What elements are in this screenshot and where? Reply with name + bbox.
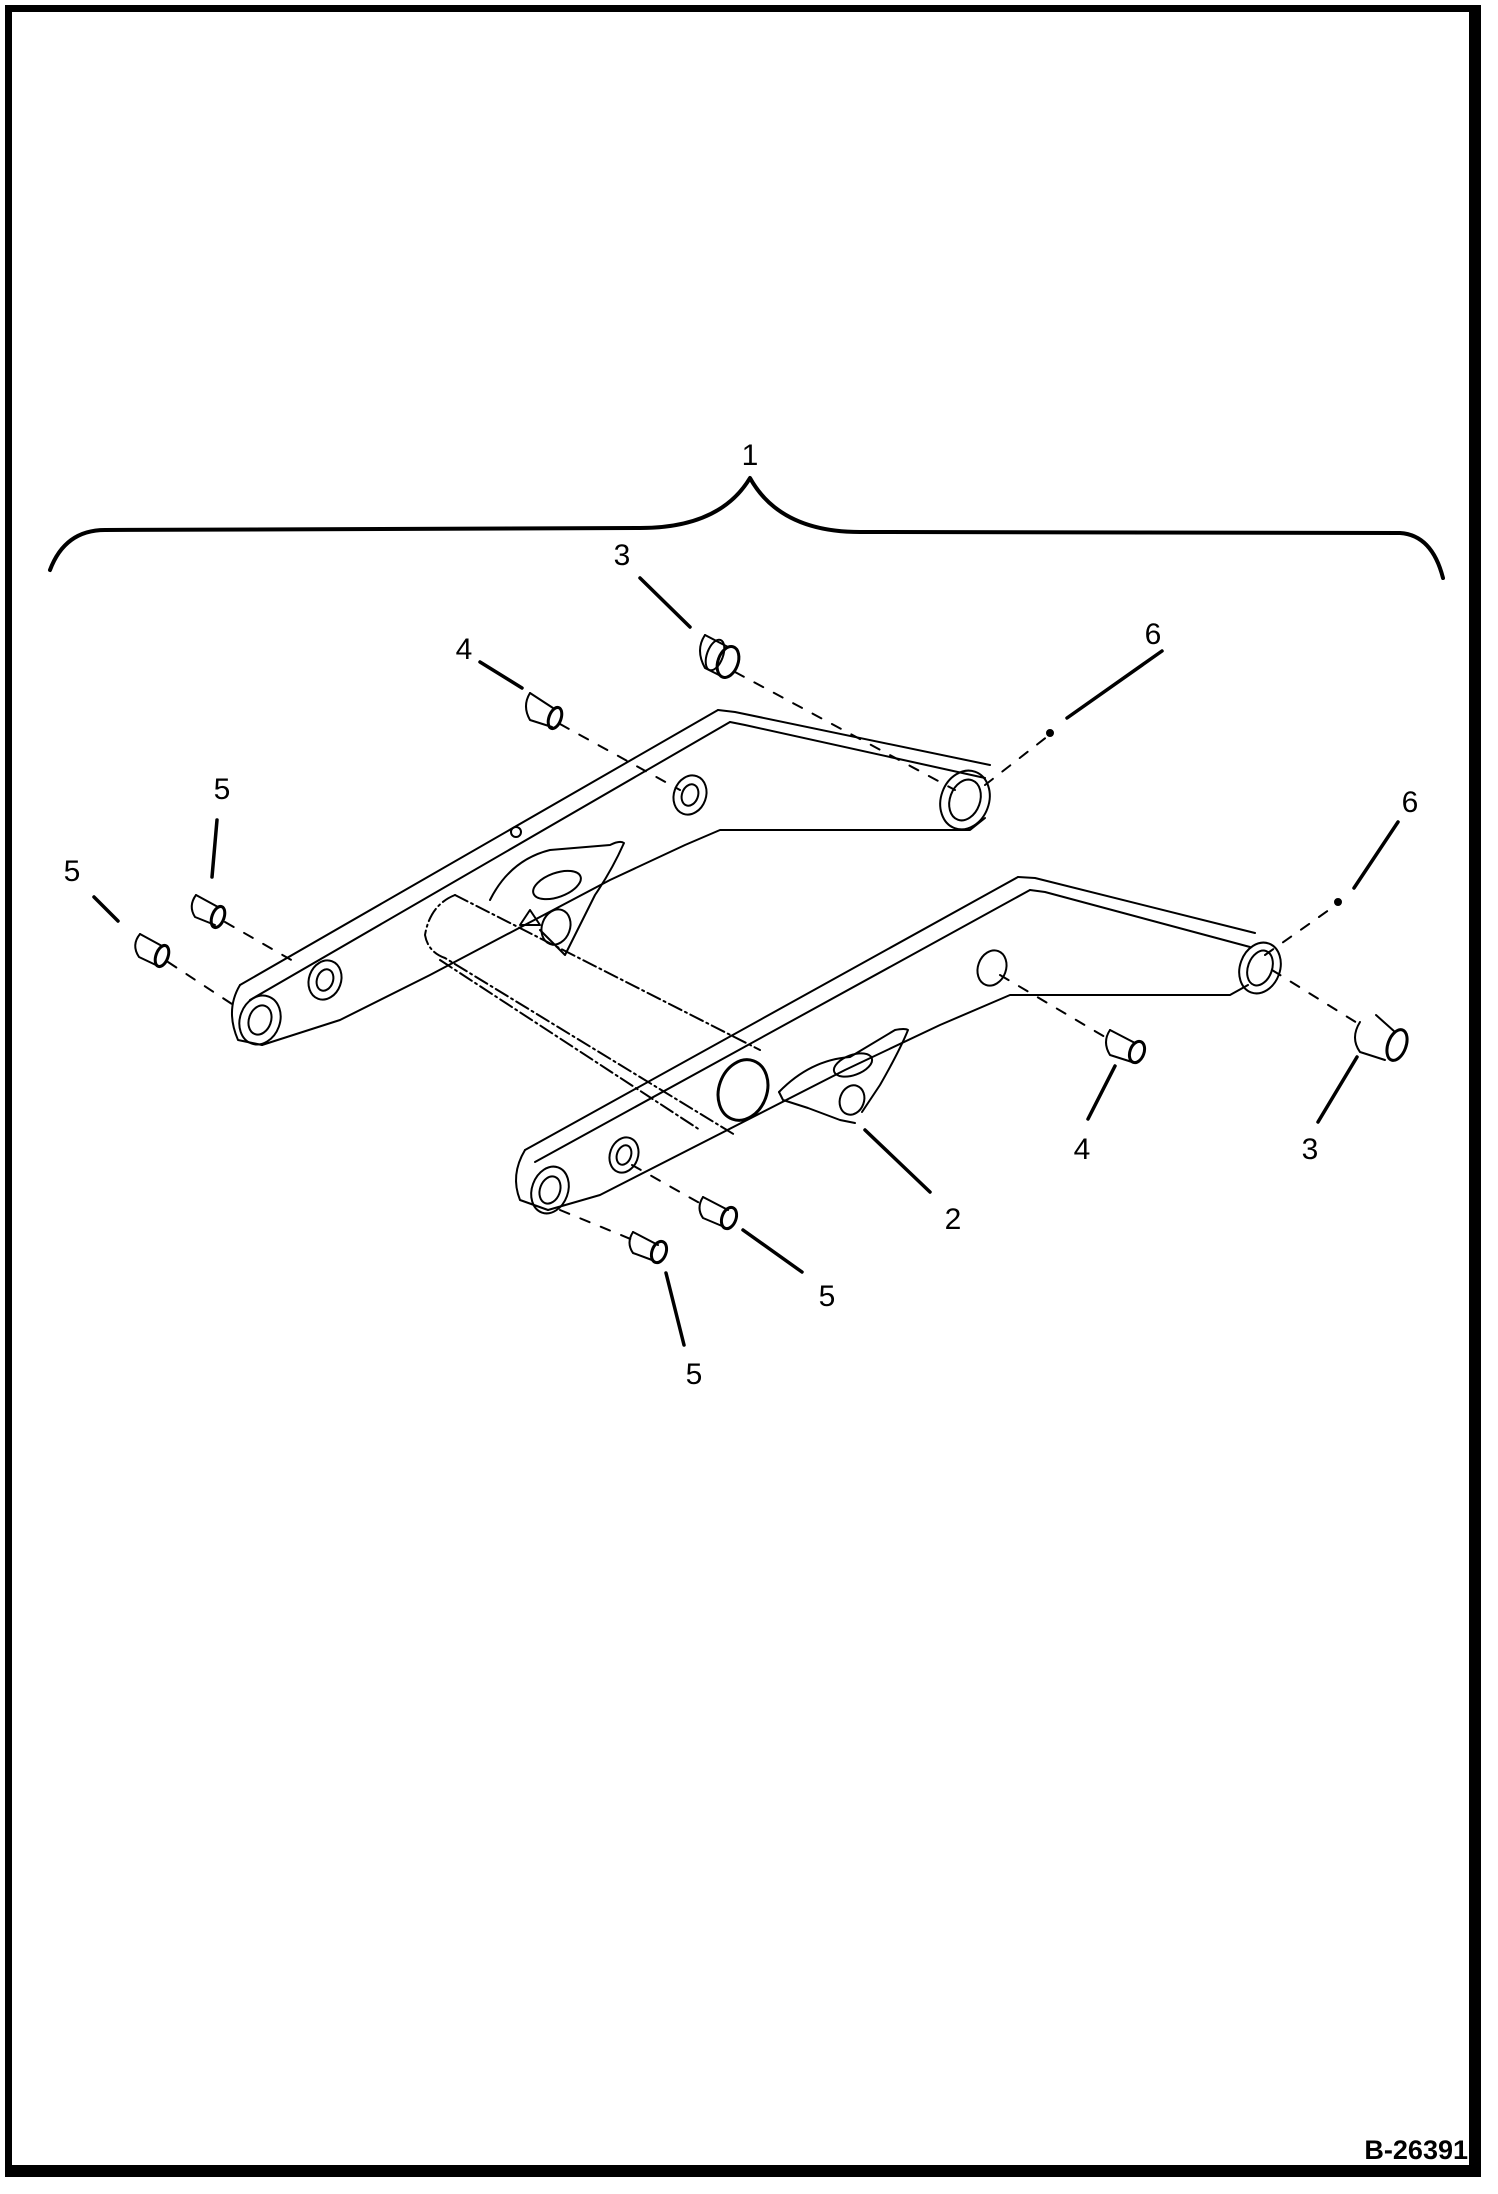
bushing-4-right-icon: [1105, 1029, 1147, 1065]
grease-fitting-upper-icon: [1046, 729, 1054, 737]
assembly-lines: [167, 671, 1363, 1241]
callout-4-right: 4: [1073, 1133, 1091, 1166]
left-arm: [231, 709, 991, 1046]
callout-5-bottom-lower: 5: [685, 1358, 703, 1391]
callout-6-right: 6: [1401, 786, 1419, 819]
grease-fitting-right-icon: [1334, 898, 1342, 906]
callout-6-upper: 6: [1144, 618, 1162, 651]
callout-5-left-lower: 5: [63, 855, 81, 888]
callout-4-upper: 4: [455, 633, 473, 666]
bushing-5-left-lower-icon: [134, 933, 171, 969]
callout-3-right: 3: [1301, 1133, 1319, 1166]
right-arm: [515, 876, 1282, 1215]
bushing-3-upper-icon: [699, 634, 741, 679]
leader-lines: [92, 576, 1400, 1347]
callout-5-bottom-upper: 5: [818, 1280, 836, 1313]
callout-2: 2: [944, 1203, 962, 1236]
callout-5-left-upper: 5: [213, 773, 231, 806]
bushing-5-bottom-lower-icon: [628, 1231, 669, 1265]
bushing-5-bottom-upper-icon: [698, 1196, 739, 1231]
callout-3-upper: 3: [613, 539, 631, 572]
assembly-brace: [48, 476, 1445, 580]
bushings: [134, 634, 1409, 1265]
bushing-4-upper-icon: [525, 692, 564, 731]
bushing-5-left-upper-icon: [190, 894, 227, 930]
cross-tube: [424, 894, 761, 1136]
drawing-id: B-26391: [1364, 2135, 1468, 2165]
bushing-3-right-icon: [1354, 1014, 1409, 1062]
drawing-frame: [5, 5, 1481, 2177]
callout-1: 1: [741, 439, 759, 472]
